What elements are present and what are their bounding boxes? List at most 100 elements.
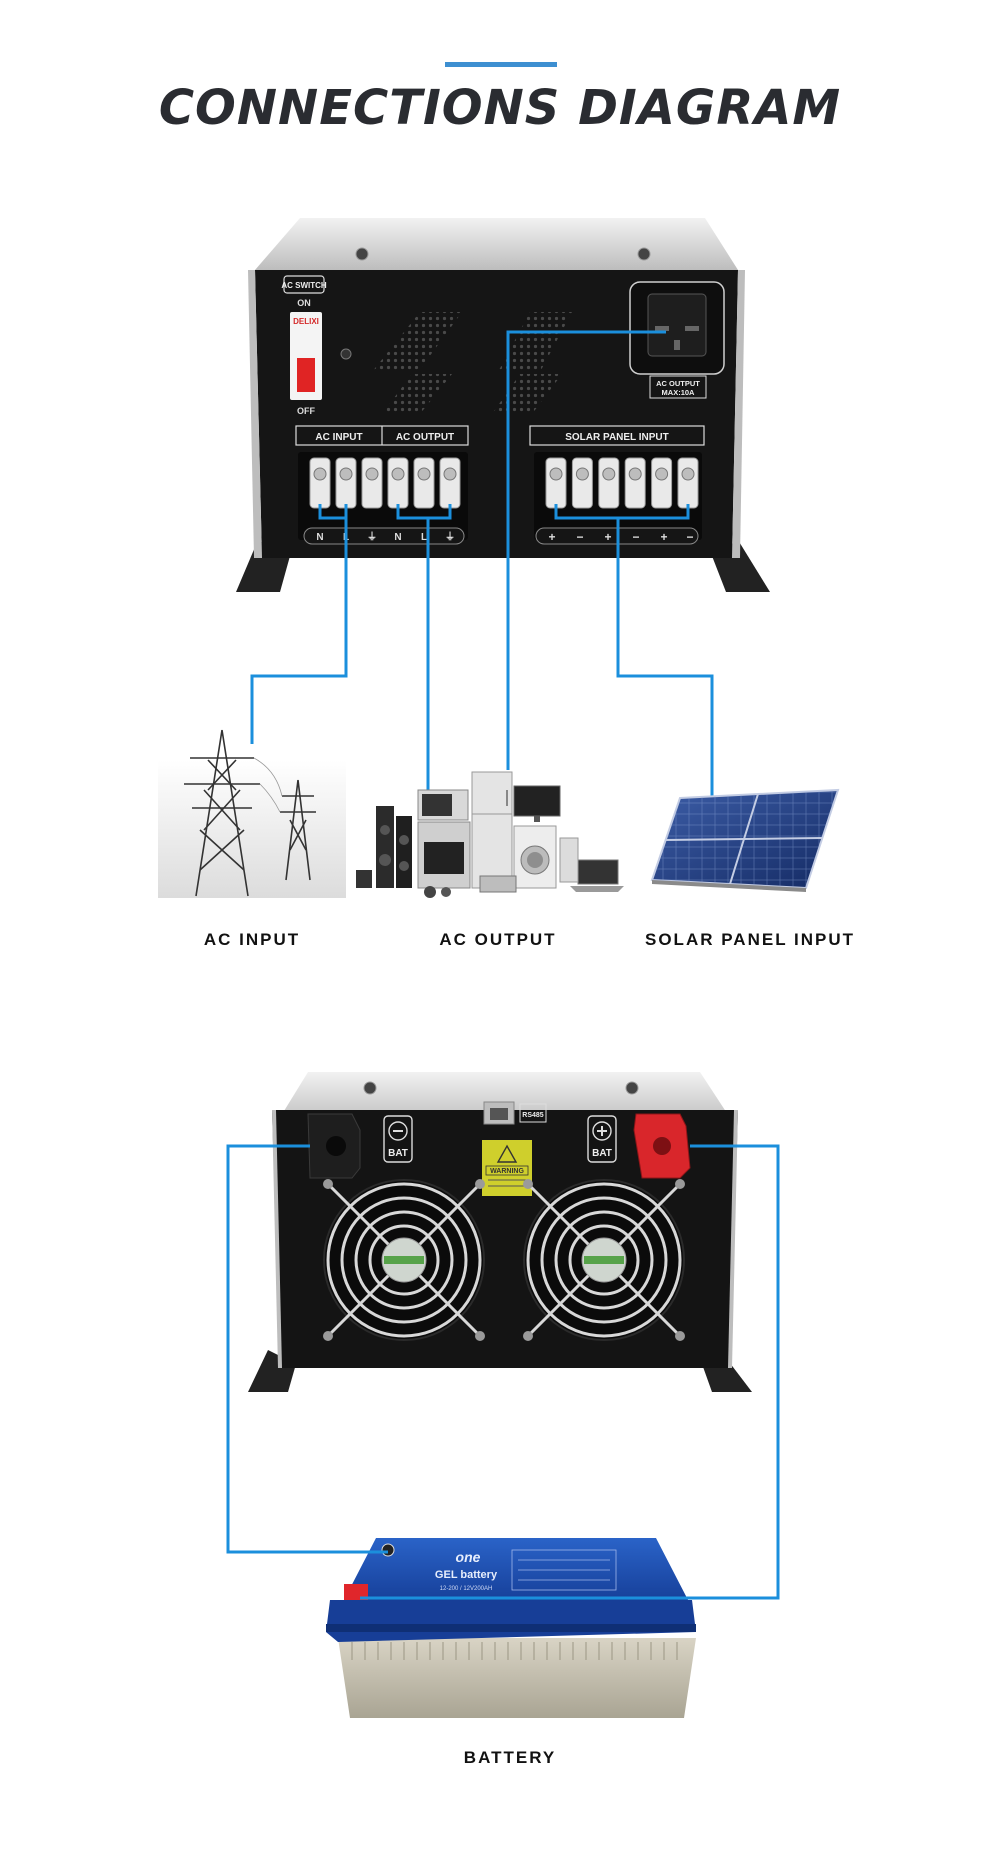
ac-switch-off-label: OFF (297, 406, 315, 416)
wire-bridge (396, 504, 452, 520)
screw-head-icon (391, 467, 405, 481)
page-title: CONNECTIONS DIAGRAM (158, 80, 842, 136)
power-pylon-icon (158, 729, 346, 898)
wire-bridge (318, 504, 348, 520)
battery-model: GEL battery (435, 1569, 498, 1581)
screw-icon (637, 247, 651, 261)
wire-battery-positive (360, 1144, 780, 1600)
solar-panel-icon (650, 788, 840, 892)
socket-label-line2: MAX:10A (662, 388, 696, 397)
terminal-screw[interactable] (439, 457, 461, 509)
screw-head-icon (313, 467, 327, 481)
wire-bridge (554, 504, 690, 520)
screw-head-icon (655, 467, 669, 481)
cooling-fans (323, 1179, 685, 1341)
terminal-screw[interactable] (545, 457, 567, 509)
inverter-top-cover (255, 218, 738, 270)
screw-head-icon (628, 467, 642, 481)
ac-switch-label: AC SWITCH (281, 281, 327, 290)
terminal-marking: − (686, 530, 693, 544)
rs485-label: RS485 (522, 1112, 544, 1119)
bat-negative-label: BAT (388, 1148, 408, 1159)
terminal-screw[interactable] (335, 457, 357, 509)
terminal-screw[interactable] (387, 457, 409, 509)
cooling-fan-icon (323, 1179, 485, 1341)
battery-case (338, 1638, 696, 1718)
caption-ac-input: AC INPUT (203, 930, 301, 949)
battery-top-cover (344, 1538, 688, 1600)
terminal-screw[interactable] (309, 457, 331, 509)
plus-icon (592, 1121, 612, 1141)
bat-negative-badge (383, 1115, 413, 1163)
screw-head-icon (365, 467, 379, 481)
terminal-marking: ⏚ (445, 531, 455, 543)
warning-triangle-icon (496, 1144, 518, 1163)
ac-output-terminal-label: AC OUTPUT (396, 432, 454, 443)
terminal-screw[interactable] (598, 457, 620, 509)
battery-lid (326, 1600, 696, 1642)
cooling-fan-icon (523, 1179, 685, 1341)
screw-icon (355, 247, 369, 261)
terminal-screw[interactable] (677, 457, 699, 509)
battery-positive-post[interactable] (344, 1584, 368, 1600)
terminal-screw[interactable] (571, 457, 593, 509)
ac-switch-label-box (283, 275, 325, 294)
screw-head-icon (681, 467, 695, 481)
terminal-marking: L (421, 532, 427, 543)
solar-terminal-label-box (529, 425, 705, 446)
battery-case-ribs (351, 1642, 678, 1660)
caption-ac-output: AC OUTPUT (439, 930, 557, 949)
solar-terminal-screws (545, 457, 699, 509)
socket-label-box (649, 375, 707, 399)
bat-positive-label: BAT (592, 1148, 612, 1159)
terminal-marking: + (548, 530, 555, 544)
battery-wiring (226, 1144, 780, 1600)
terminal-marking: ⏚ (367, 531, 377, 543)
front-wiring (250, 330, 714, 816)
screw-head-icon (417, 467, 431, 481)
ac-output-socket[interactable] (647, 293, 707, 357)
screw-icon (363, 1081, 377, 1095)
breaker-brand: DELIXI (293, 317, 319, 326)
terminal-screw[interactable] (361, 457, 383, 509)
ac-switch-on-label: ON (297, 298, 311, 308)
caption-battery: BATTERY (463, 1748, 557, 1767)
battery-spec-box (511, 1549, 617, 1591)
title-accent-line (445, 62, 557, 67)
ac-terminal-screws (309, 457, 461, 509)
inverter-back-panel: BAT RS485 WARNING BAT (248, 1072, 752, 1392)
wire-solar-input (616, 518, 714, 816)
solar-panel-terminal-label: SOLAR PANEL INPUT (565, 432, 669, 443)
warning-label: WARNING (490, 1168, 524, 1175)
wire-ac-input (250, 518, 348, 744)
solar-terminal-markings: + − + − + − (548, 530, 693, 544)
screw-head-icon (575, 467, 589, 481)
bat-positive-badge (587, 1115, 617, 1163)
terminal-screw[interactable] (413, 457, 435, 509)
terminal-marking: − (632, 530, 639, 544)
wire-socket-output (506, 330, 666, 770)
gel-battery: one GEL battery 12-200 / 12V200AH (326, 1538, 696, 1718)
caption-solar-panel-input: SOLAR PANEL INPUT (645, 930, 855, 949)
terminal-marking: N (316, 532, 323, 543)
terminal-screw[interactable] (624, 457, 646, 509)
wire-battery-negative (226, 1144, 388, 1554)
screw-head-icon (602, 467, 616, 481)
socket-label-line1: AC OUTPUT (656, 379, 700, 388)
terminal-marking: − (576, 530, 583, 544)
screw-head-icon (339, 467, 353, 481)
inverter-front-panel: AC SWITCH ON DELIXI OFF AC OUTPUT MAX:10… (236, 218, 770, 592)
screw-icon (340, 348, 352, 360)
battery-brand: one (456, 1549, 481, 1565)
ac-input-terminal-label: AC INPUT (315, 432, 362, 443)
screw-head-icon (549, 467, 563, 481)
minus-icon (388, 1121, 408, 1141)
breaker-toggle[interactable] (297, 358, 315, 392)
battery-negative-post[interactable] (381, 1543, 395, 1557)
home-appliances-icon (356, 771, 624, 898)
screw-icon (625, 1081, 639, 1095)
terminal-marking: N (394, 532, 401, 543)
terminal-screw[interactable] (651, 457, 673, 509)
